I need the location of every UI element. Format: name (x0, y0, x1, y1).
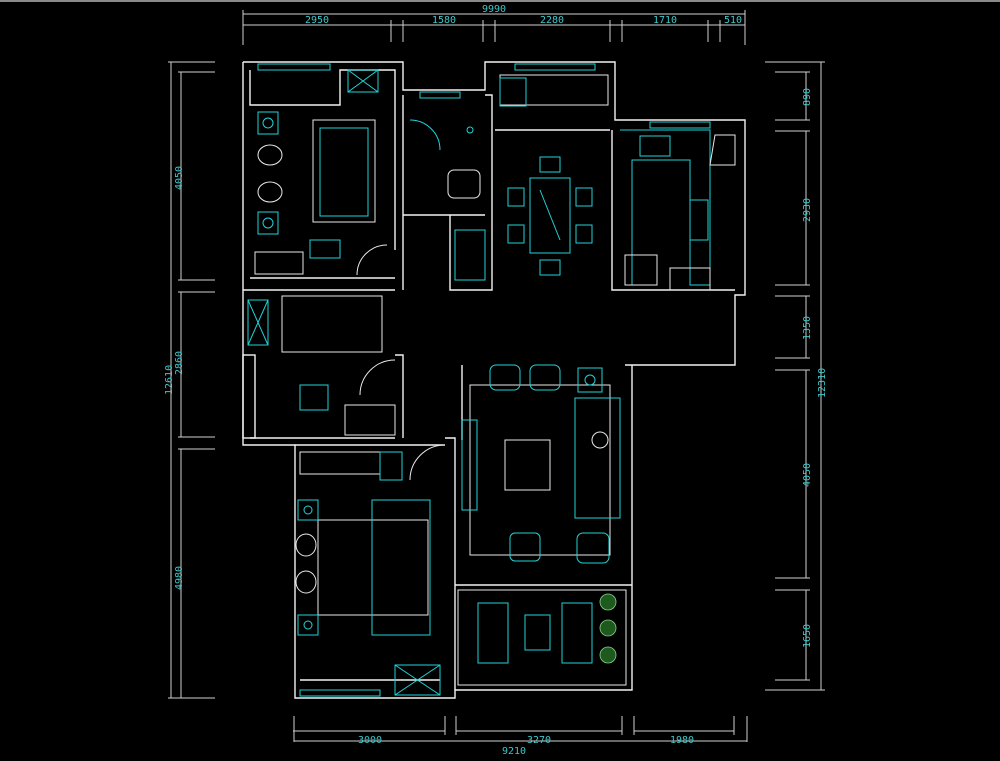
dim-right-2: 2930 (802, 198, 813, 222)
dim-left-3: 4980 (174, 566, 185, 590)
armchair (489, 364, 521, 391)
armchair (529, 364, 561, 391)
rug (469, 384, 611, 556)
walls (242, 61, 746, 699)
person-figure (591, 431, 609, 449)
sofa (574, 397, 621, 519)
dim-bottom-3: 1980 (670, 735, 694, 746)
balcony (457, 589, 627, 686)
balcony-table (524, 614, 551, 651)
plant (599, 593, 617, 611)
cabinet (669, 267, 711, 291)
door-swing (409, 119, 441, 151)
chair (257, 144, 283, 166)
dim-right-5: 1650 (802, 624, 813, 648)
windows (257, 63, 711, 697)
bottom-dimensions: 3000 3270 1980 9210 (293, 716, 748, 757)
study-room (247, 295, 396, 436)
dim-top-2: 1580 (432, 15, 456, 26)
bed (317, 519, 429, 616)
chair (299, 384, 329, 411)
bedroom-top-left (254, 69, 388, 276)
living-room (461, 364, 621, 564)
dim-top-3: 2280 (540, 15, 564, 26)
dim-right-1: 890 (802, 88, 813, 106)
lounge-chair (477, 602, 509, 664)
dim-left-1: 4050 (174, 166, 185, 190)
fridge (624, 254, 658, 286)
dim-right-total: 12310 (817, 368, 828, 398)
wardrobe (299, 451, 381, 475)
desk-chair (309, 239, 341, 259)
cabinet (247, 299, 269, 346)
dining-area (499, 74, 609, 276)
dim-bottom-1: 3000 (358, 735, 382, 746)
door-swing (356, 244, 388, 276)
coffee-table (504, 439, 551, 491)
bedroom-bottom-left (295, 444, 446, 696)
dim-left-2: 2860 (174, 351, 185, 375)
tv-cabinet (461, 419, 478, 511)
dim-bottom-total: 9210 (502, 746, 526, 757)
wardrobe (344, 404, 396, 436)
armchair (509, 532, 541, 562)
door-swing (409, 444, 446, 481)
kitchen (620, 129, 736, 291)
dim-top-5: 510 (724, 15, 742, 26)
side-table (577, 367, 603, 393)
cabinet (394, 664, 441, 696)
plant (599, 619, 617, 637)
dim-right-3: 1350 (802, 316, 813, 340)
plant (599, 646, 617, 664)
cabinet (347, 69, 379, 93)
right-dimensions: 890 2930 1350 4050 1650 12310 (765, 61, 828, 691)
dim-top-1: 2950 (305, 15, 329, 26)
flue (709, 134, 736, 166)
toilet (447, 169, 481, 199)
armchair (576, 532, 610, 564)
lounge-chair (561, 602, 593, 664)
stove (689, 199, 709, 241)
dim-top-total: 9990 (482, 4, 506, 15)
left-dimensions: 12610 4050 2860 4980 (164, 61, 215, 699)
bed (312, 119, 376, 223)
door-swing (359, 359, 396, 396)
storage-cabinet (499, 74, 609, 106)
chair (257, 181, 283, 203)
bathroom (409, 119, 486, 281)
window-top-border (0, 0, 1000, 2)
sink (639, 135, 671, 157)
dim-right-4: 4050 (802, 463, 813, 487)
wardrobe (254, 251, 304, 275)
dim-left-total: 12610 (164, 365, 175, 395)
dining-table (529, 177, 571, 254)
vanity (454, 229, 486, 281)
dim-top-4: 1710 (653, 15, 677, 26)
rug (281, 295, 383, 353)
dim-bottom-2: 3270 (527, 735, 551, 746)
top-dimensions: 9990 2950 1580 2280 1710 510 (242, 4, 746, 45)
